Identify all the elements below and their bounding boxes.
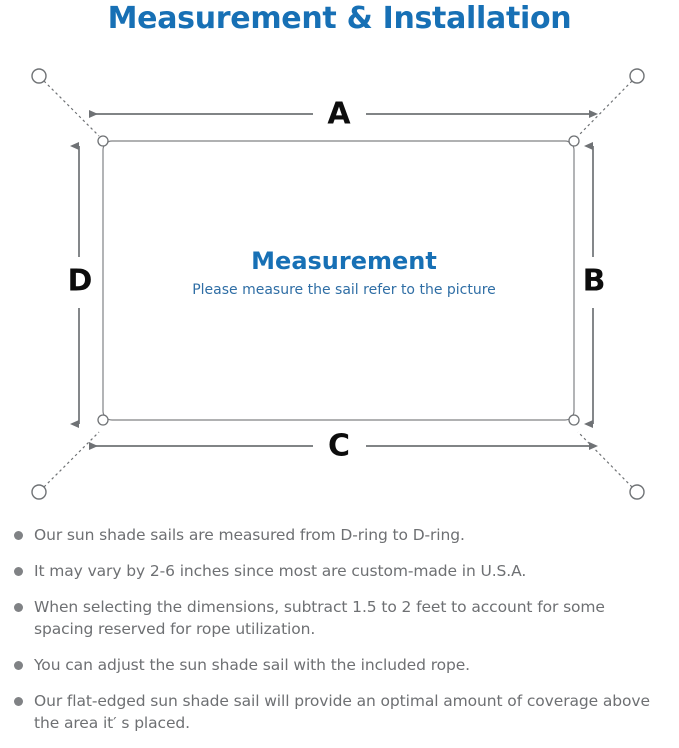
note-text: Our flat-edged sun shade sail will provi… <box>34 692 650 732</box>
note-text: It may vary by 2-6 inches since most are… <box>34 562 527 580</box>
note-text: When selecting the dimensions, subtract … <box>34 598 605 638</box>
dimension-label-b: B <box>583 264 606 299</box>
note-text: You can adjust the sun shade sail with t… <box>34 656 471 674</box>
sail-center-heading: Measurement <box>251 247 437 275</box>
rope-line-top-right <box>577 80 633 137</box>
measurement-diagram: A C D B Measurement Please measure the s… <box>0 50 679 520</box>
sail-center-subtitle: Please measure the sail refer to the pic… <box>192 282 496 298</box>
bullet-icon <box>14 697 23 706</box>
d-ring-bottom-right <box>568 414 580 426</box>
anchor-point-bottom-left <box>31 484 47 500</box>
notes-list: Our sun shade sails are measured from D-… <box>0 524 679 748</box>
rope-line-bottom-right <box>577 431 633 488</box>
dimension-label-d: D <box>68 264 93 299</box>
d-ring-top-left <box>97 135 109 147</box>
page-title: Measurement & Installation <box>107 1 572 36</box>
anchor-point-top-right <box>629 68 645 84</box>
anchor-point-bottom-right <box>629 484 645 500</box>
rope-line-bottom-left <box>43 431 100 488</box>
d-ring-bottom-left <box>97 414 109 426</box>
note-text: Our sun shade sails are measured from D-… <box>34 526 465 544</box>
d-rings <box>97 135 580 426</box>
bullet-icon <box>14 567 23 576</box>
list-item: Our flat-edged sun shade sail will provi… <box>0 690 679 734</box>
dimension-label-a: A <box>327 97 351 132</box>
list-item: Our sun shade sails are measured from D-… <box>0 524 679 546</box>
sail-outline <box>102 140 575 421</box>
list-item: You can adjust the sun shade sail with t… <box>0 654 679 676</box>
rope-line-top-left <box>43 80 100 137</box>
rope-lines <box>43 80 633 488</box>
bullet-icon <box>14 531 23 540</box>
bullet-icon <box>14 661 23 670</box>
bullet-icon <box>14 603 23 612</box>
anchor-point-top-left <box>31 68 47 84</box>
list-item: It may vary by 2-6 inches since most are… <box>0 560 679 582</box>
dimension-label-c: C <box>328 429 350 464</box>
d-ring-top-right <box>568 135 580 147</box>
anchor-points <box>31 68 645 500</box>
list-item: When selecting the dimensions, subtract … <box>0 596 679 640</box>
